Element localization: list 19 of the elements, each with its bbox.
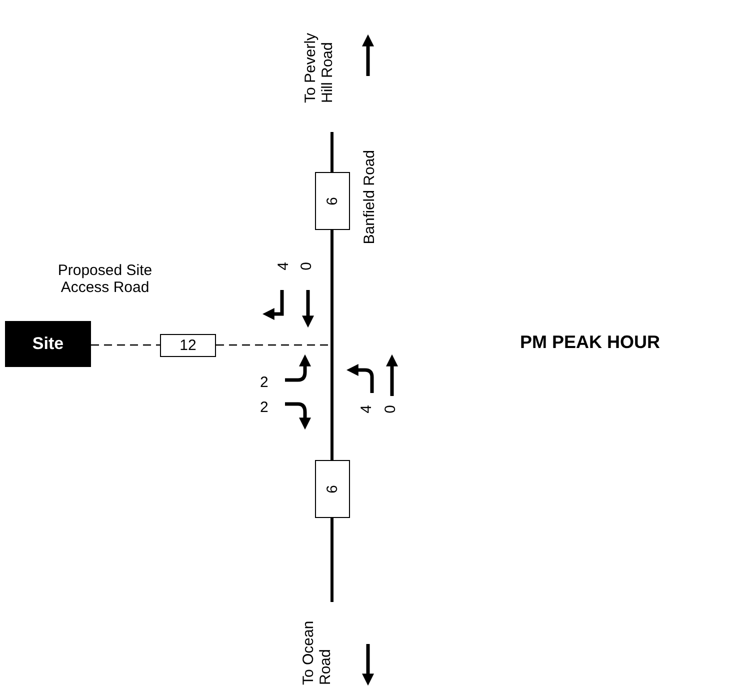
road-line [330,230,334,460]
peak-period-title: PM PEAK HOUR [520,334,660,351]
road-name: Proposed Site Access Road [56,262,154,296]
road-name: To Peverly Hill Road [302,32,336,103]
road-line [330,132,334,172]
volume-number: 4 [358,405,375,414]
volume-number: 2 [260,399,268,416]
volume-box: 6 [315,460,350,518]
site-block: Site [5,321,91,367]
road-name: Banfield Road [361,150,378,244]
volume-box: 12 [160,334,216,357]
road-line [330,518,334,602]
road-name: To Ocean Road [300,620,334,685]
volume-box: 6 [315,172,350,230]
volume-number: 4 [275,262,292,270]
access-road-line [91,344,160,346]
volume-number: 2 [260,374,268,391]
volume-number: 0 [298,262,315,270]
volume-number: 0 [382,405,399,414]
